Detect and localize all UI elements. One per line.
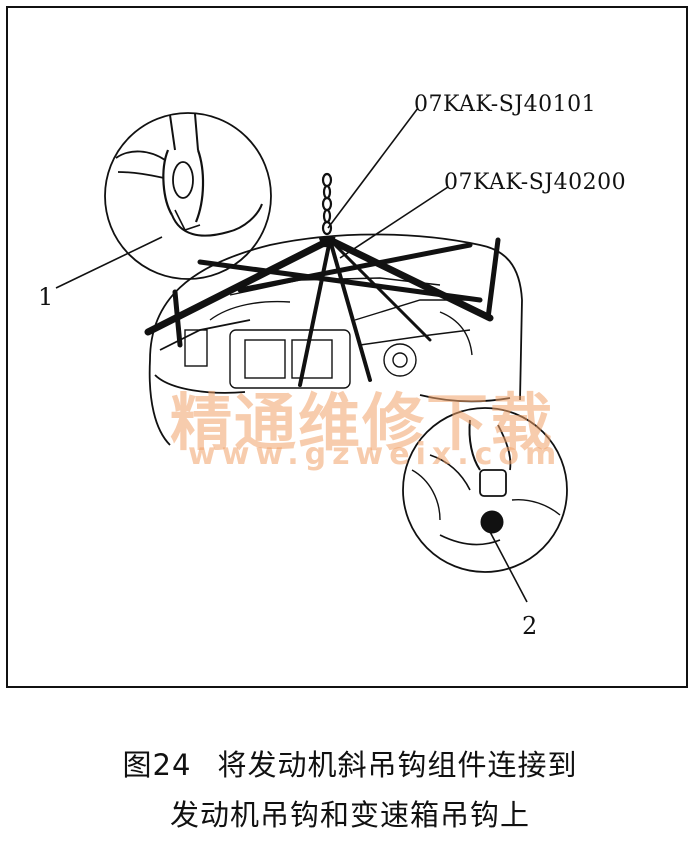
callout-number-1: 1 — [38, 283, 54, 311]
figure-caption-line-2: 发动机吊钩和变速箱吊钩上 — [0, 792, 700, 834]
leader-line-tool-b — [339, 186, 449, 259]
watermark-url: www.gzweix.com — [188, 437, 563, 472]
figure-caption-line-1: 图24 将发动机斜吊钩组件连接到 — [0, 742, 700, 784]
watermark-text: 精通维修下载 — [170, 386, 555, 459]
detail-circle-1 — [104, 112, 272, 280]
detail-circle-2 — [402, 407, 568, 573]
leader-line-tool-a — [327, 107, 419, 229]
figure-frame — [6, 6, 688, 688]
car-body — [148, 233, 523, 446]
caption-text-line-1: 将发动机斜吊钩组件连接到 — [217, 748, 578, 782]
leader-line-callout-2 — [487, 527, 528, 603]
figure-number: 图24 — [122, 748, 192, 782]
part-label-tool-a: 07KAK-SJ40101 — [414, 92, 597, 117]
leader-line-callout-1 — [55, 236, 163, 289]
callout-number-2: 2 — [522, 612, 538, 640]
caption-text-line-2: 发动机吊钩和变速箱吊钩上 — [169, 798, 530, 832]
part-label-tool-b: 07KAK-SJ40200 — [444, 170, 627, 195]
engine-block — [184, 277, 473, 389]
lifting-chain — [318, 172, 336, 248]
hoist-frame — [144, 236, 501, 387]
